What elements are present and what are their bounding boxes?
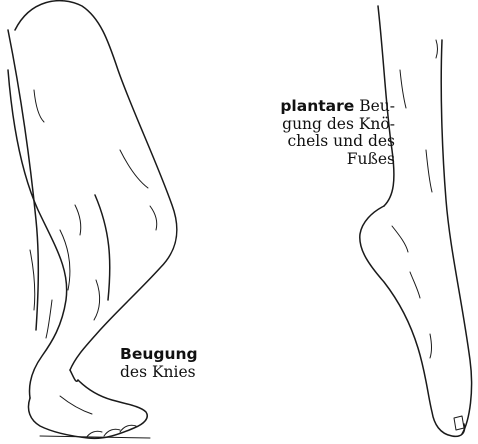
plantar-flexion-caption: plantare Beu- gung des Knö- chels und de…	[258, 98, 395, 168]
plantar-flexion-label-bold: plantare	[280, 97, 354, 115]
plantar-flexion-line-3: chels und des	[258, 133, 395, 151]
back-leg-drawing	[8, 30, 110, 330]
plantar-flexion-line-1: Beu-	[359, 97, 395, 115]
knee-flexion-caption: Beugung des Knies	[120, 346, 198, 381]
knee-flexion-label-rest: des Knies	[120, 364, 198, 382]
plantar-flexion-line-2: gung des Knö-	[258, 116, 395, 134]
plantar-flexion-leg-drawing	[360, 6, 472, 436]
plantar-flexion-line-4: Fußes	[258, 151, 395, 169]
knee-flexion-label-bold: Beugung	[120, 345, 198, 363]
